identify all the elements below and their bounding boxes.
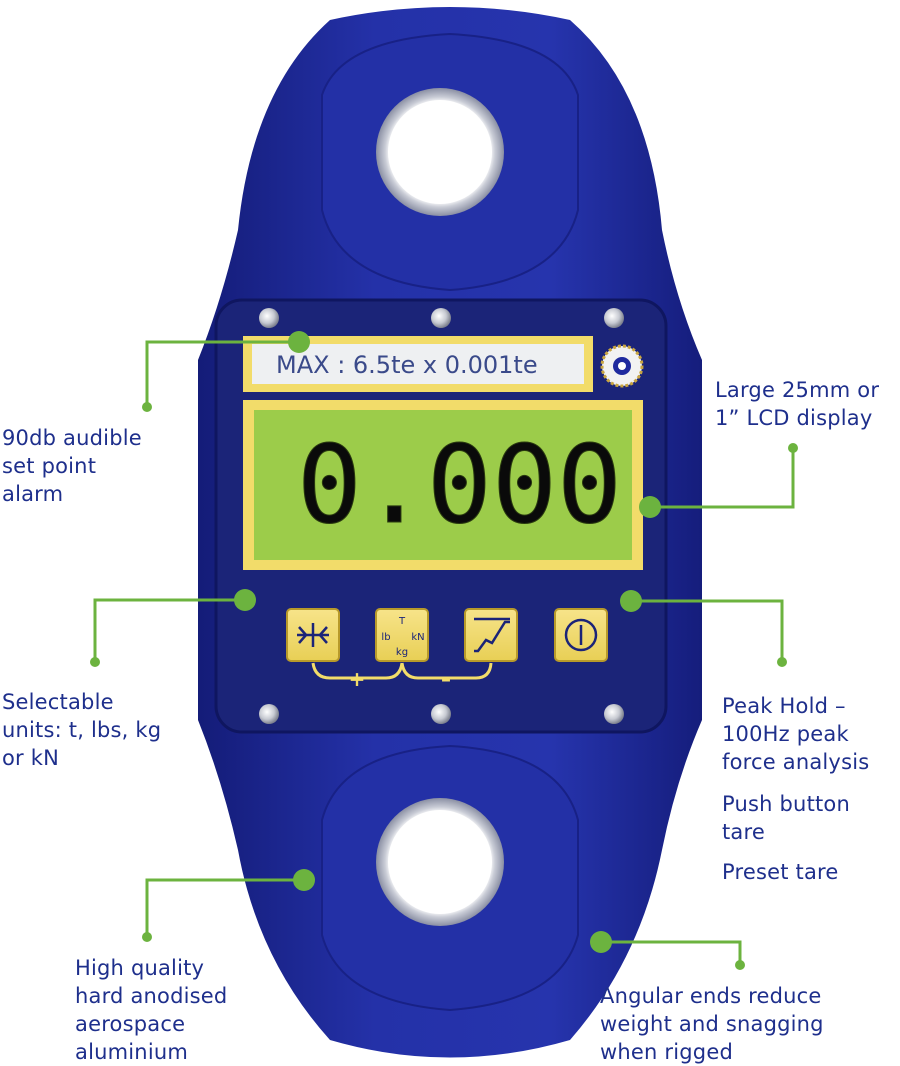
units-icon: T lb kN kg <box>381 616 424 658</box>
callout-angular: Angular ends reduce weight and snagging … <box>600 984 824 1064</box>
power-icon <box>564 618 598 652</box>
callout-line-display <box>650 450 795 509</box>
callout-alarm: 90db audible set point alarm <box>2 426 142 506</box>
combo-plus: + <box>349 667 366 691</box>
button-combo-bracket <box>311 662 493 680</box>
max-capacity-label: MAX : 6.5te x 0.001te <box>276 351 538 379</box>
screw-top-left <box>259 308 279 328</box>
unit-kn: kN <box>411 632 424 643</box>
unit-kg: kg <box>396 647 408 658</box>
callout-dot-peak <box>620 590 642 612</box>
screw-top-center <box>431 308 451 328</box>
unit-lb: lb <box>381 632 390 643</box>
callout-dot-material <box>293 869 315 891</box>
callout-line-alarm <box>145 340 299 405</box>
callout-preset-tare: Preset tare <box>722 860 839 884</box>
callout-line-angular <box>601 940 742 963</box>
zero-tare-icon <box>297 623 329 647</box>
screw-top-right <box>604 308 624 328</box>
callout-dot-display <box>639 496 661 518</box>
peak-hold-button[interactable] <box>464 608 518 662</box>
lcd-screen <box>254 410 632 560</box>
zero-tare-button[interactable] <box>286 608 340 662</box>
lcd-reading: 0.000 <box>297 423 622 548</box>
callout-units: Selectable units: t, lbs, kg or kN <box>2 690 162 770</box>
callout-dot-alarm <box>288 331 310 353</box>
callout-line-units <box>93 598 245 660</box>
power-button[interactable] <box>554 608 608 662</box>
callout-dot-units <box>234 589 256 611</box>
screw-bottom-right <box>604 704 624 724</box>
peak-hold-icon <box>474 617 510 653</box>
screw-bottom-center <box>431 704 451 724</box>
callout-dot-angular <box>590 931 612 953</box>
screw-bottom-left <box>259 704 279 724</box>
combo-minus: – <box>441 667 451 691</box>
callout-push-tare: Push button tare <box>722 792 850 844</box>
callout-line-peak <box>631 599 784 660</box>
callout-peak-hold: Peak Hold – 100Hz peak force analysis <box>722 694 870 774</box>
callout-line-material <box>145 878 304 935</box>
certification-seal-icon <box>600 344 644 388</box>
callout-material: High quality hard anodised aerospace alu… <box>75 956 228 1064</box>
units-button[interactable]: T lb kN kg <box>375 608 429 662</box>
unit-t: T <box>398 616 406 627</box>
callout-display: Large 25mm or 1” LCD display <box>715 378 880 430</box>
